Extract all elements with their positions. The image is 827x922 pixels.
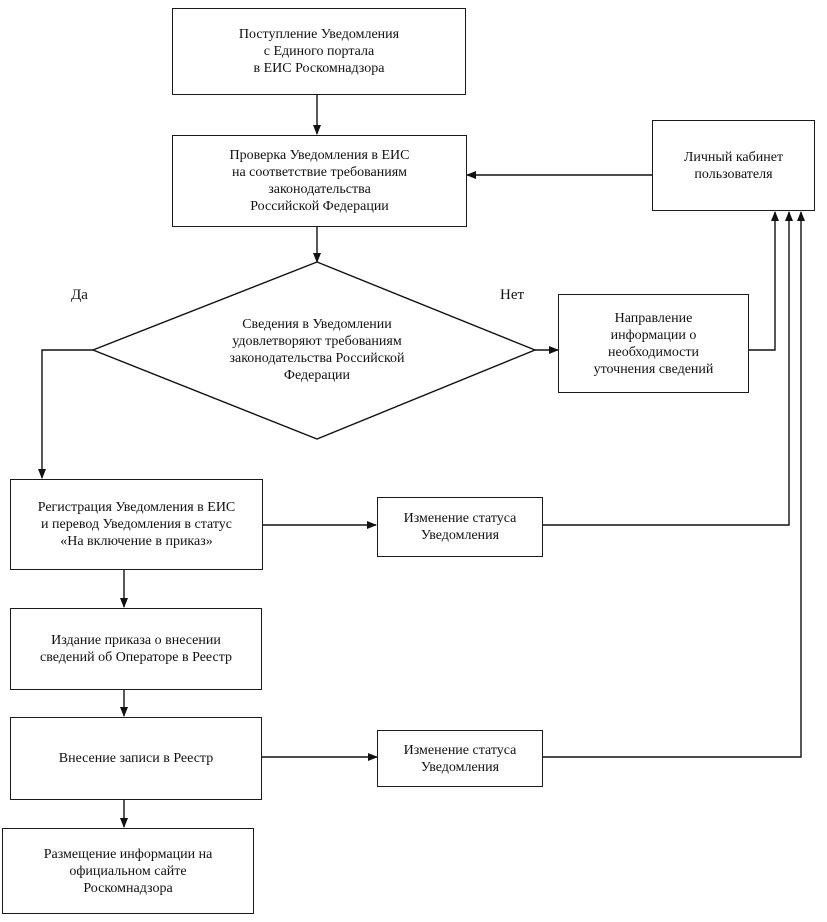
decision-diamond [91, 261, 537, 440]
node-clarification-request: Направление информации о необходимости у… [558, 294, 749, 393]
node-register-notification-text: Регистрация Уведомления в ЕИС и перевод … [37, 500, 236, 549]
node-issue-order-text: Издание приказа о внесении сведений об О… [39, 633, 232, 665]
label-no: Нет [500, 287, 525, 303]
node-registry-entry: Внесение записи в Реестр [10, 717, 262, 800]
node-publish-info-text: Размещение информации на официальном сай… [43, 846, 213, 896]
node-status-change-2: Изменение статуса Уведомления [377, 730, 543, 787]
node-status-change-1: Изменение статуса Уведомления [377, 497, 543, 557]
node-check-notification: Проверка Уведомления в ЕИС на соответств… [172, 135, 467, 227]
arrow-clarify-to-cabinet [749, 211, 779, 351]
node-publish-info: Размещение информации на официальном сай… [2, 828, 254, 914]
node-clarification-request-text: Направление информации о необходимости у… [593, 310, 714, 377]
arrow-yes-to-register [38, 349, 93, 479]
label-yes: Да [71, 287, 88, 303]
arrow-status1-to-cabinet [543, 211, 793, 526]
decision-text: Сведения в Уведомлении удовлетворяют тре… [229, 317, 405, 383]
node-user-cabinet-text: Личный кабинет пользователя [683, 149, 784, 182]
node-user-cabinet: Личный кабинет пользователя [652, 120, 815, 211]
node-registry-entry-text: Внесение записи в Реестр [58, 751, 214, 766]
node-receive-notification-text: Поступление Уведомления с Единого портал… [238, 27, 400, 76]
node-receive-notification: Поступление Уведомления с Единого портал… [172, 8, 466, 95]
arrow-status2-to-cabinet [543, 211, 805, 758]
node-status-change-1-text: Изменение статуса Уведомления [403, 511, 517, 543]
node-issue-order: Издание приказа о внесении сведений об О… [10, 608, 262, 690]
node-status-change-2-text: Изменение статуса Уведомления [403, 742, 517, 775]
node-check-notification-text: Проверка Уведомления в ЕИС на соответств… [229, 148, 410, 214]
node-register-notification: Регистрация Уведомления в ЕИС и перевод … [10, 479, 263, 570]
